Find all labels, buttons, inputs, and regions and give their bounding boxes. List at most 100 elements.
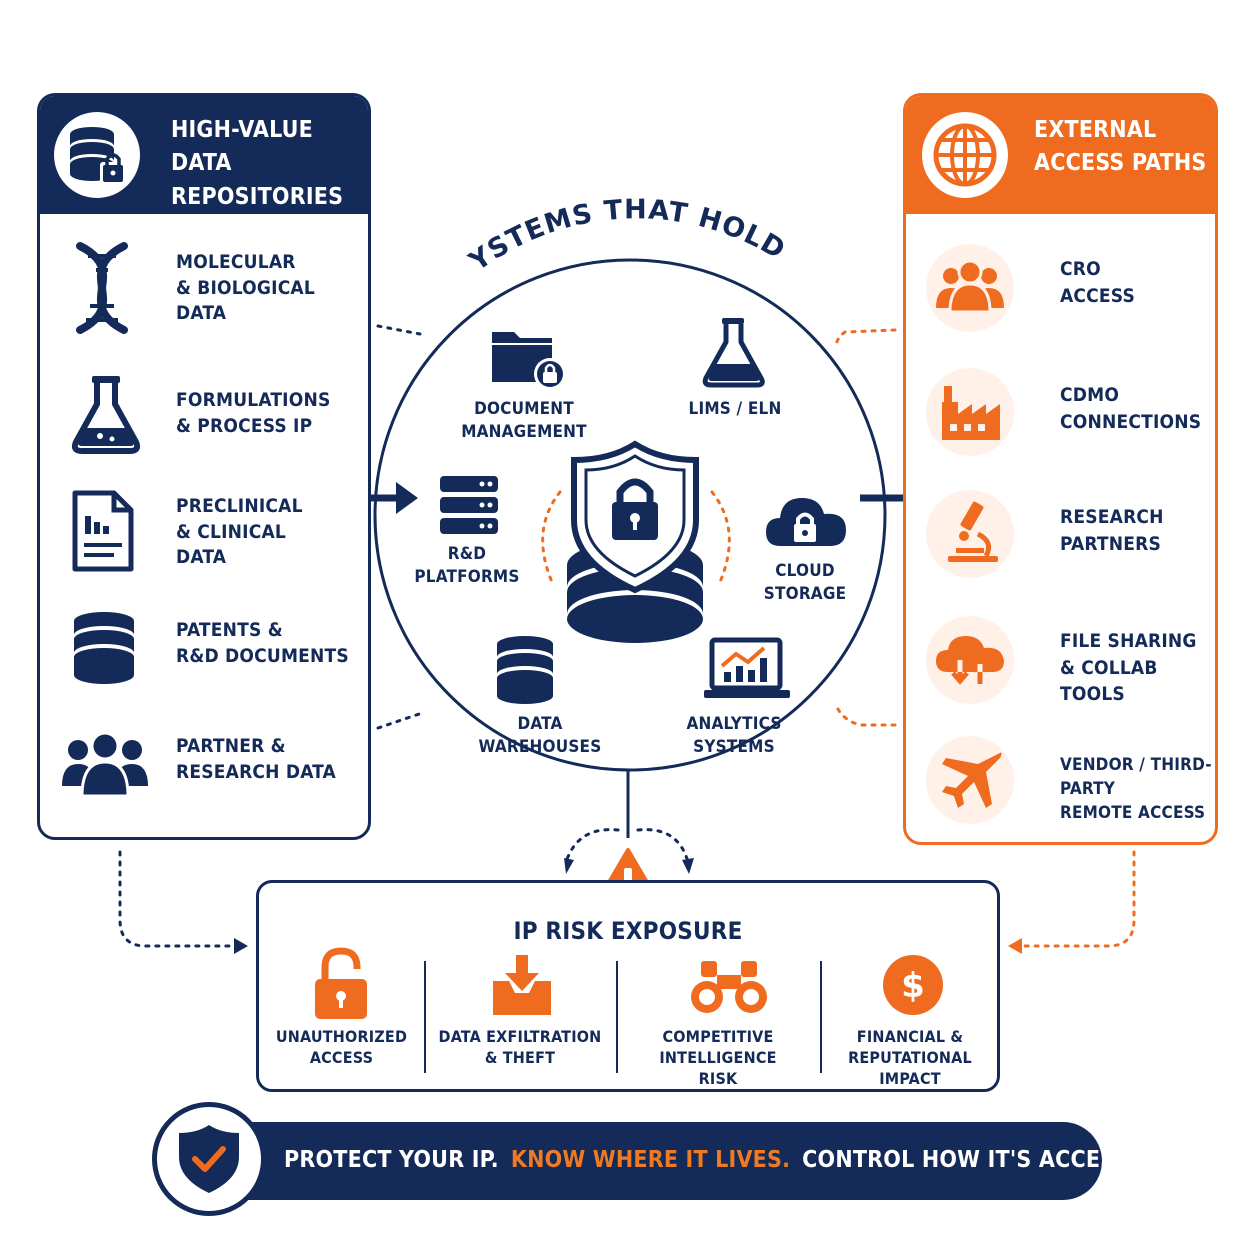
risk-divider (616, 961, 618, 1073)
unlock-icon (311, 947, 371, 1028)
access-path-cdmo: CDMO Connections (926, 368, 1215, 464)
shield-check-icon (177, 1123, 241, 1200)
item-line1: CDMO (1060, 384, 1120, 406)
dotted-connector-right-top (834, 328, 897, 350)
banner-part1: Protect your IP. (284, 1147, 499, 1174)
dotted-connector-right-bottom (834, 703, 897, 727)
repository-item-preclinical: Preclinical & Clinical Data (40, 486, 368, 596)
system-line1: LIMS / ELN (688, 399, 782, 419)
external-access-panel: External Access Paths CRO Access (903, 93, 1218, 845)
systems-title: SYSTEMS THAT HOLD IT (0, 0, 800, 278)
panel-title-line2: Data Repositories (171, 150, 344, 210)
item-line2: Research Data (176, 760, 336, 783)
globe-icon (922, 112, 1008, 198)
access-path-research-partners: Research Partners (926, 490, 1215, 586)
group-icon (926, 244, 1014, 332)
item-line1: Patents & (176, 619, 283, 641)
risk-exposure-box: IP Risk Exposure Unauthorized Access Dat… (256, 880, 1000, 1092)
banner-text: Protect your IP. Know where it lives. Co… (284, 1122, 1169, 1200)
item-line2: R&D Documents (176, 644, 349, 667)
repository-item-molecular: Molecular & Biological Data (40, 234, 368, 344)
item-line2: & Biological (176, 276, 315, 299)
report-icon (70, 488, 136, 579)
panel-title-line2: Access Paths (1034, 150, 1207, 177)
data-repositories-panel: High-Value Data Repositories Molecular &… (37, 93, 371, 840)
repository-item-formulations: Formulations & Process IP (40, 370, 368, 480)
flask-icon (70, 374, 142, 459)
systems-circle (373, 258, 887, 772)
system-line1: Document (474, 399, 574, 419)
microscope-icon (926, 490, 1014, 578)
item-line2: Partners (1060, 532, 1162, 555)
data-repositories-header: High-Value Data Repositories (40, 96, 368, 214)
item-line2: & Process IP (176, 414, 313, 437)
item-line1: Research (1060, 506, 1164, 528)
risk-line1: Unauthorized (275, 1027, 408, 1046)
risk-line3: Impact (879, 1068, 941, 1088)
svg-text:SYSTEMS THAT HOLD IT: SYSTEMS THAT HOLD IT (0, 0, 801, 278)
item-line1: Formulations (176, 389, 331, 411)
shield-check-badge (152, 1102, 266, 1216)
database-lock-icon (54, 112, 140, 198)
risk-line2: Intelligence (659, 1047, 777, 1067)
item-line2: Remote Access (1060, 802, 1206, 823)
access-path-vendor: Vendor / Third-Party Remote Access (926, 736, 1215, 832)
database-icon (70, 610, 138, 693)
factory-icon (926, 368, 1014, 456)
risk-line1: Financial & (856, 1027, 964, 1046)
repository-item-partner: Partner & Research Data (40, 724, 368, 834)
item-line2: & Clinical (176, 520, 286, 543)
risk-title: IP Risk Exposure (513, 917, 743, 945)
external-access-header: External Access Paths (906, 96, 1215, 214)
cloud-sync-icon (926, 616, 1014, 704)
banner-part2: Know where it lives. (510, 1147, 791, 1174)
svg-text:$: $ (901, 966, 925, 1006)
risk-line3: Risk (698, 1068, 738, 1088)
dna-icon (62, 240, 142, 341)
banner-part3: Control how it's accessed. (802, 1147, 1170, 1174)
system-line2: Storage (763, 583, 847, 604)
folder-lock-icon (488, 322, 568, 397)
risk-line2: Reputational (848, 1047, 972, 1067)
risk-line2: & Theft (484, 1047, 556, 1067)
risk-line2: Access (309, 1047, 374, 1067)
system-line1: Analytics (686, 714, 782, 734)
item-line3: Data (176, 302, 227, 325)
system-line2: Platforms (414, 566, 520, 587)
system-line1: Data (517, 714, 563, 734)
dotted-connector-left-bottom (376, 710, 427, 730)
access-path-cro: CRO Access (926, 244, 1215, 340)
cloud-lock-icon (762, 488, 850, 559)
people-icon (60, 730, 150, 805)
item-line2: & Collab Tools (1060, 656, 1158, 706)
risk-divider (424, 961, 426, 1073)
download-tray-icon (489, 953, 555, 1024)
item-line1: CRO (1060, 258, 1101, 280)
shield-database-icon (560, 440, 710, 655)
item-line1: Partner & (176, 735, 286, 757)
item-line3: Data (176, 546, 227, 569)
risk-line1: Data Exfiltration (438, 1027, 602, 1046)
item-line1: Preclinical (176, 495, 303, 517)
binoculars-icon (687, 957, 771, 1022)
bottom-banner: Protect your IP. Know where it lives. Co… (240, 1122, 1169, 1200)
item-line1: Vendor / Third-Party (1060, 755, 1212, 799)
database-icon (494, 634, 556, 713)
risk-line1: Competitive (662, 1027, 774, 1046)
system-line1: R&D (447, 544, 487, 564)
system-line2: Warehouses (478, 736, 602, 757)
server-icon (438, 474, 500, 541)
panel-title-line1: External (1034, 117, 1157, 143)
system-line2: Management (461, 421, 587, 442)
system-line1: Cloud (775, 561, 835, 581)
item-line1: File Sharing (1060, 630, 1197, 652)
risk-divider (820, 961, 822, 1073)
flask-icon (698, 316, 770, 393)
item-line2: Connections (1060, 410, 1202, 433)
dollar-icon: $ (881, 953, 945, 1022)
dotted-connector-left-top (376, 324, 422, 336)
repository-item-patents: Patents & R&D Documents (40, 606, 368, 716)
panel-title-line1: High-Value (171, 117, 313, 143)
